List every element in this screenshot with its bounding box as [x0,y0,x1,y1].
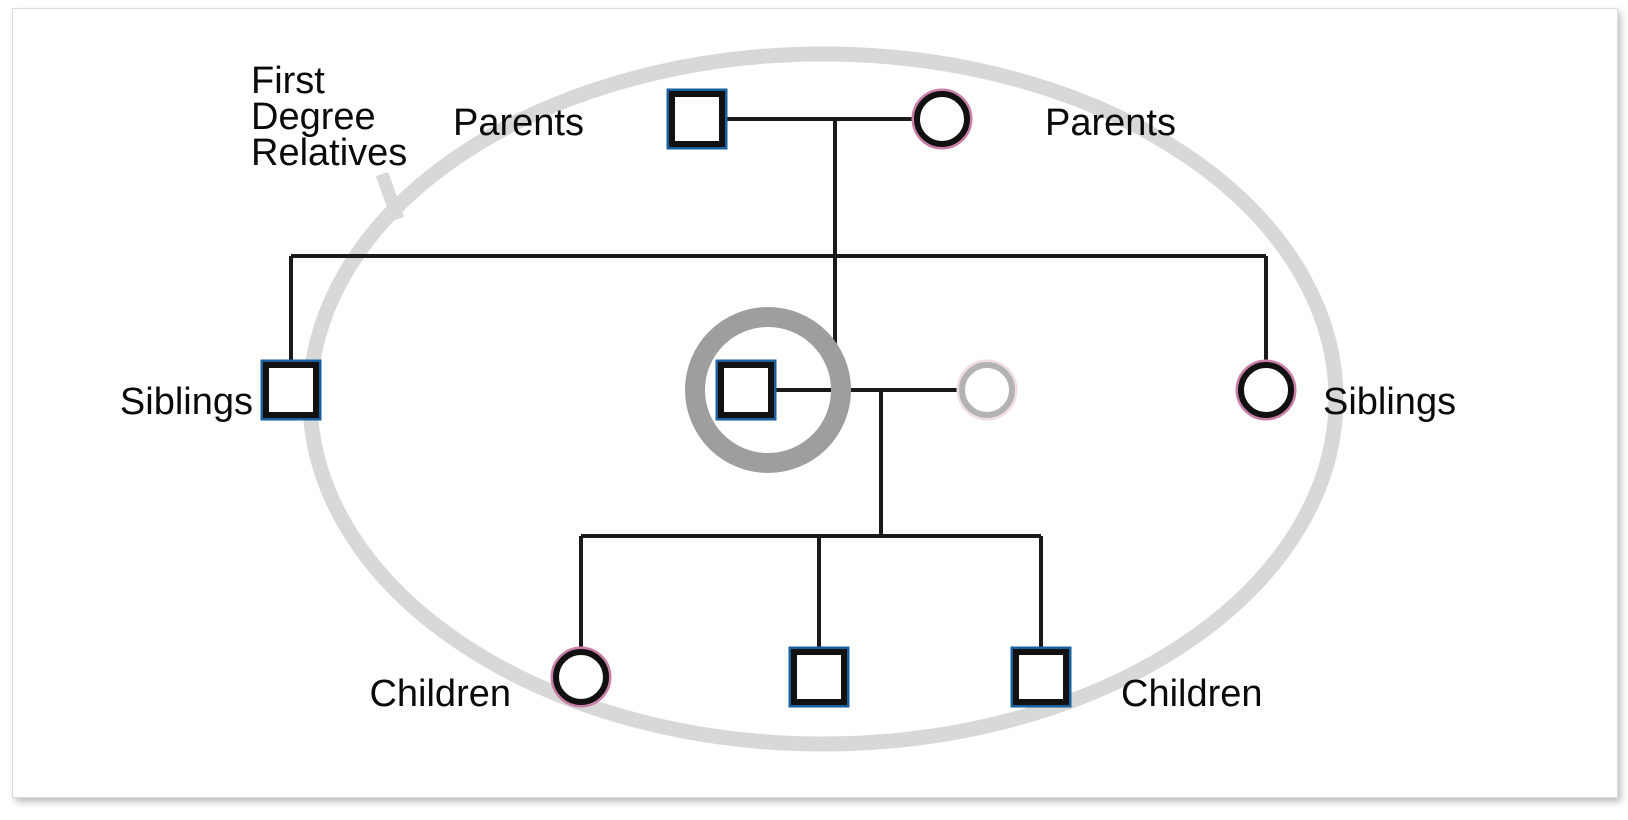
symbol-child-male-1[interactable] [788,646,850,708]
male-square-outline-icon [718,362,774,418]
label-first-degree-relatives-line1: First [251,60,325,102]
pedigree-diagram: First Degree Relatives Parents Parents S… [120,46,1456,752]
label-parents-left: Parents [453,102,584,144]
male-square-outline-icon [669,91,725,147]
female-circle-outline-icon [1238,362,1294,418]
proband-highlight-ring-icon [685,307,851,473]
first-degree-relatives-ellipse [302,46,1344,752]
symbol-sibling-male[interactable] [260,359,322,421]
label-siblings-right: Siblings [1323,381,1456,423]
label-children-left: Children [369,673,511,715]
diagram-canvas: First Degree Relatives Parents Parents S… [12,8,1618,798]
symbol-spouse-female[interactable] [956,359,1018,421]
symbol-child-male-2[interactable] [1010,646,1072,708]
label-children-right: Children [1121,673,1263,715]
label-parents-right: Parents [1045,102,1176,144]
symbol-sibling-female[interactable] [1235,359,1297,421]
diagram-labels: First Degree Relatives Parents Parents S… [120,60,1456,715]
symbol-proband-male[interactable] [715,359,777,421]
leader-tick-icon [375,171,405,222]
label-siblings-left: Siblings [120,381,253,423]
male-square-outline-icon [1013,649,1069,705]
male-square-outline-icon [791,649,847,705]
female-circle-outline-icon [914,91,970,147]
symbol-child-female[interactable] [550,646,612,708]
male-square-outline-icon [263,362,319,418]
connector-lines [289,117,1268,652]
symbol-parent-female[interactable] [911,88,973,150]
symbol-parent-male[interactable] [666,88,728,150]
label-first-degree-relatives-line3: Relatives [251,132,407,174]
female-circle-outline-faded-icon [959,362,1015,418]
label-first-degree-relatives-line2: Degree [251,96,376,138]
female-circle-outline-icon [553,649,609,705]
